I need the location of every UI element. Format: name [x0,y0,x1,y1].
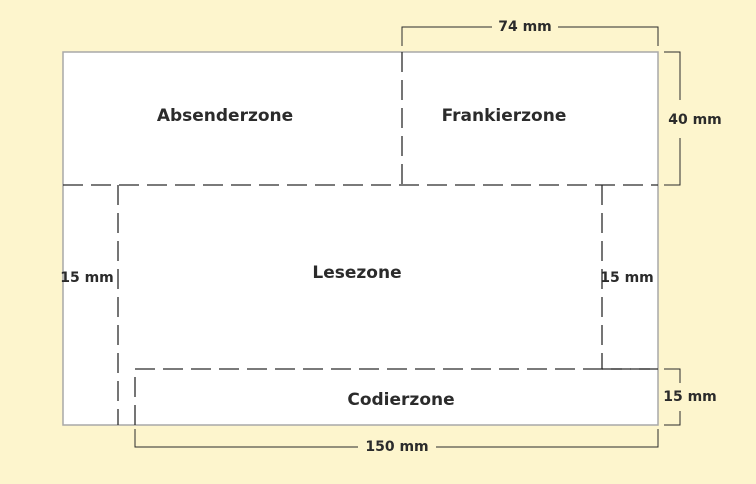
top-height-label: 40 mm [668,112,722,128]
coding-height-dimension [664,368,681,426]
sender-zone-label: Absenderzone [157,106,293,126]
left-margin-label: 15 mm [60,270,114,286]
coding-width-label: 150 mm [365,439,428,455]
top-height-dimension [664,51,681,186]
right-margin-label: 15 mm [600,270,654,286]
reading-zone-label: Lesezone [312,263,401,283]
coding-width-dimension [134,429,659,448]
coding-height-label: 15 mm [663,389,717,405]
franking-width-dimension [401,26,659,46]
franking-width-label: 74 mm [498,19,552,35]
coding-zone-outline [134,368,658,425]
envelope-outline [62,51,659,426]
franking-zone-label: Frankierzone [442,106,567,126]
coding-zone-label: Codierzone [347,390,454,410]
